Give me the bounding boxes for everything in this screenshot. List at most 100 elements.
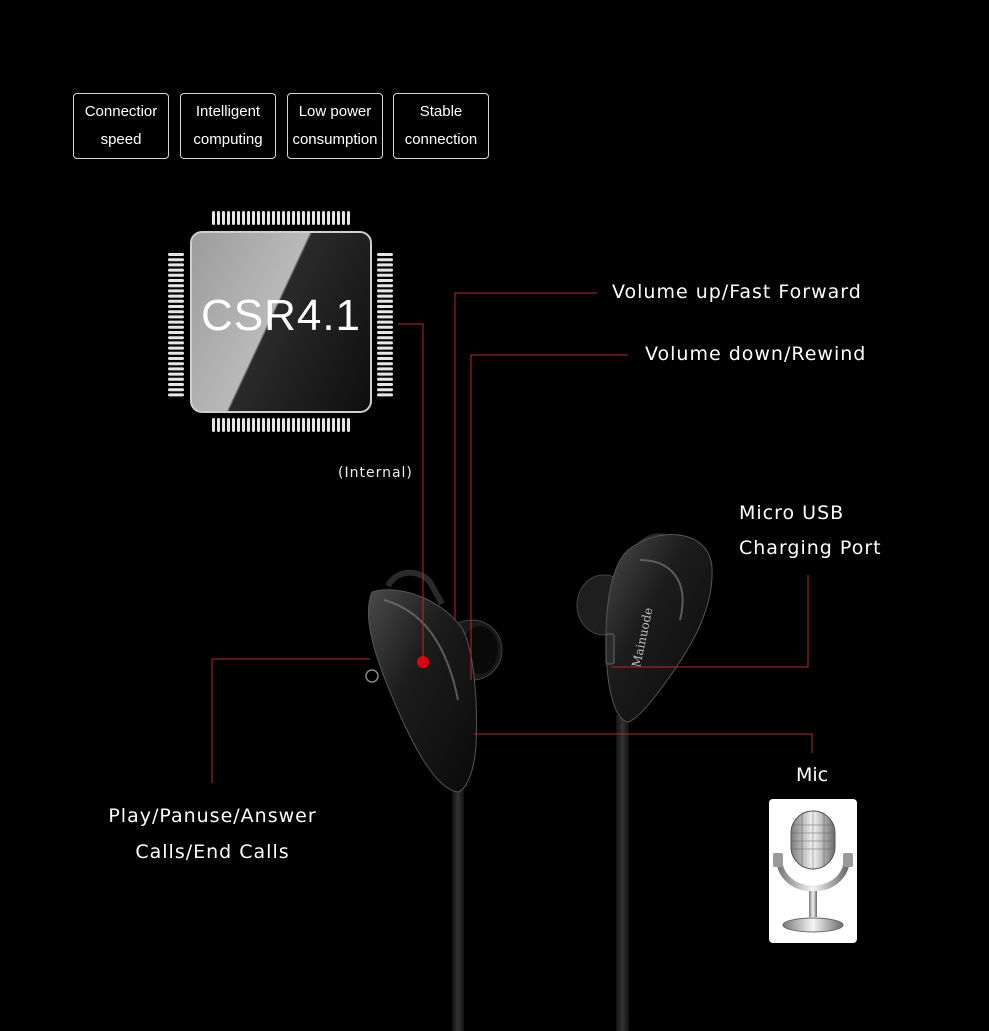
left-earbud (365, 569, 503, 793)
chip-pin (347, 418, 350, 432)
callout-volume-up: Volume up/Fast Forward (612, 281, 862, 303)
chip-pin (377, 346, 393, 350)
chip-pin (168, 341, 184, 345)
chip-pin (168, 388, 184, 392)
callout-volume-down: Volume down/Rewind (645, 343, 867, 365)
chip-pin (292, 418, 295, 432)
chip-pin (337, 211, 340, 225)
chip-pin (377, 357, 393, 360)
chip-pin (217, 418, 220, 432)
chip-label: CSR4.1 (200, 291, 362, 340)
chip-pin (377, 258, 393, 262)
chip-pin (262, 211, 265, 225)
chip-pin (287, 418, 290, 432)
chip-pin (317, 418, 320, 432)
chip-pin (168, 393, 184, 397)
leader-lines (211, 292, 813, 783)
chip-pin (377, 331, 393, 334)
chip-pin (168, 372, 184, 376)
chip-pin (212, 418, 215, 432)
chip-pin (222, 211, 225, 225)
chip-pin (337, 418, 340, 432)
feature-tag-line: Connectior (84, 103, 158, 120)
chip-pin (327, 418, 330, 432)
chip-pin (322, 418, 325, 432)
chip-pin (168, 279, 184, 282)
chip-pin (377, 351, 393, 355)
chip-pin (168, 357, 184, 360)
usb-leader-line (612, 575, 809, 668)
chip-pin (377, 284, 393, 288)
chip-pin (168, 346, 184, 350)
chip-leader-line (398, 323, 424, 660)
chip-pin (292, 211, 295, 225)
chip-pin (377, 372, 393, 376)
chip-pin (212, 211, 215, 225)
chip-pin (272, 211, 275, 225)
chip-pin (168, 273, 184, 277)
feature-tag-line: Low power (298, 103, 372, 120)
chip-pin (312, 211, 315, 225)
chip-pin (277, 211, 280, 225)
chip-pin (168, 325, 184, 329)
chip-pin (317, 211, 320, 225)
chip-pin (168, 299, 184, 303)
chip-pin (168, 320, 184, 324)
mic-leader-line (474, 733, 813, 753)
chip-pin (347, 211, 350, 225)
callout-usb-line1: Micro USB (739, 502, 845, 524)
feature-tag-line: Stable (419, 103, 463, 120)
chip-pin (377, 315, 393, 319)
chip-pin (168, 377, 184, 381)
chip-pin (377, 310, 393, 314)
chip-pin (252, 211, 255, 225)
chip-pin (377, 320, 393, 324)
chip-pin (342, 211, 345, 225)
feature-tag-line: Intelligent (195, 103, 261, 120)
chip-pin (168, 362, 184, 366)
chip-pin (168, 331, 184, 334)
chip-pin (297, 211, 300, 225)
chip-pin (277, 418, 280, 432)
chip-pin (307, 418, 310, 432)
feature-tag-low-power: Low power consumption (287, 93, 383, 159)
chip-pin (377, 336, 393, 340)
chip-pin (312, 418, 315, 432)
volume-down-leader-line (470, 354, 628, 680)
chip-pin (257, 211, 260, 225)
chip-pin (282, 418, 285, 432)
feature-tag-stable-connection: Stable connection (393, 93, 489, 159)
feature-tag-line: speed (100, 131, 142, 148)
chip-pin (168, 310, 184, 314)
chip-pin (377, 289, 393, 293)
studio-microphone-icon (769, 799, 857, 943)
chip-pin (342, 418, 345, 432)
chip-pin (252, 418, 255, 432)
chip-pin (377, 383, 393, 386)
callout-mic: Mic (796, 764, 829, 786)
chip-pin (377, 305, 393, 308)
feature-tag-line: connection (404, 131, 478, 148)
chip-pin (247, 211, 250, 225)
chip-pin (302, 211, 305, 225)
chip-pin (242, 211, 245, 225)
callout-play-line1: Play/Panuse/Answer (108, 805, 317, 827)
chip-pin (257, 418, 260, 432)
chip-pin (262, 418, 265, 432)
chip-pin (377, 388, 393, 392)
chip-pin (168, 351, 184, 355)
chip-pin (377, 268, 393, 272)
chip-pin (377, 253, 393, 256)
chip-pin (242, 418, 245, 432)
processor-chip-icon: CSR4.1 (190, 231, 372, 413)
chip-pin (168, 289, 184, 293)
power-icon (365, 669, 379, 683)
chip-pin (322, 211, 325, 225)
feature-tag-connection-speed: Connectior speed (73, 93, 169, 159)
chip-pin (168, 315, 184, 319)
right-cable (616, 715, 629, 1031)
chip-pin (217, 211, 220, 225)
chip-pin (377, 273, 393, 277)
